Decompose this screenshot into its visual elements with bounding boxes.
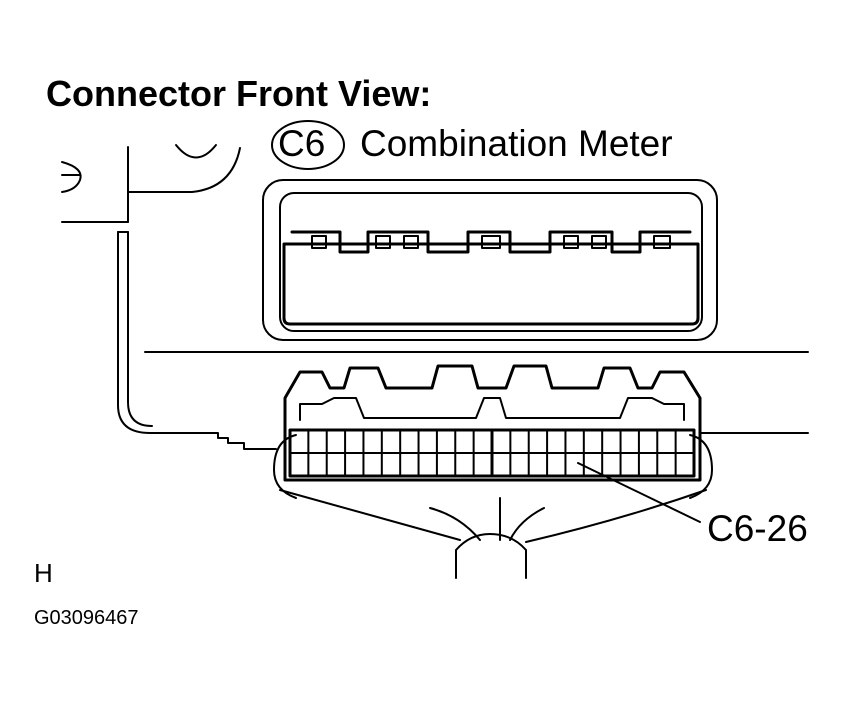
corner-mark: H bbox=[34, 558, 53, 588]
figure-code: G03096467 bbox=[34, 607, 139, 629]
lower-connector-housing bbox=[273, 364, 713, 499]
upper-connector-housing bbox=[262, 179, 718, 341]
connector-id-circle bbox=[271, 120, 345, 170]
harness-wire bbox=[117, 231, 809, 450]
wire-bundle bbox=[279, 489, 707, 579]
pin-grid bbox=[288, 428, 696, 478]
pin-callout-label: C6-26 bbox=[707, 508, 808, 549]
body-panel-lines bbox=[61, 144, 241, 223]
pin-leader-line bbox=[577, 462, 701, 523]
diagram-title: Connector Front View: bbox=[46, 73, 432, 114]
connector-name-label: Combination Meter bbox=[360, 123, 673, 164]
connector-id-label: C6 bbox=[278, 123, 326, 164]
